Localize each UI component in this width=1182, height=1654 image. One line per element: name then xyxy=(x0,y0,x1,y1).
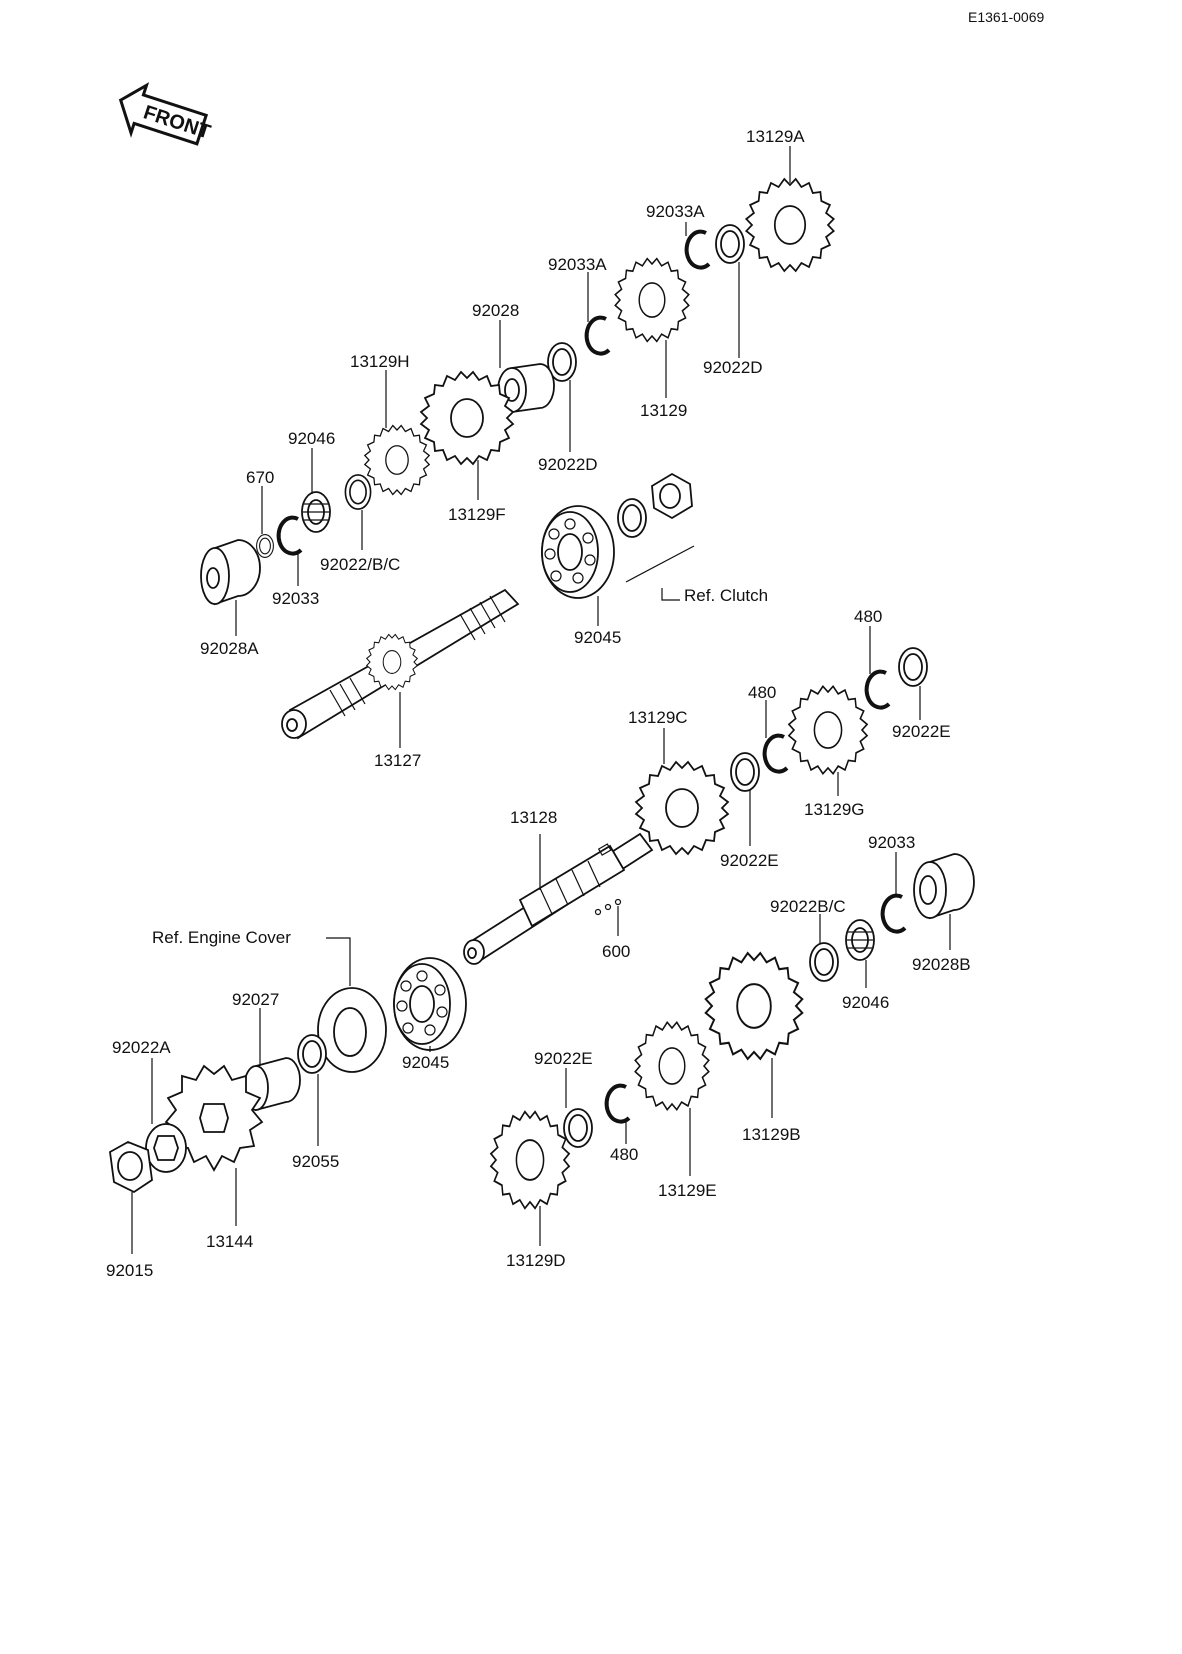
label-92033a-upper: 92033A xyxy=(646,202,705,221)
label-13129e: 13129E xyxy=(658,1181,717,1200)
label-92015: 92015 xyxy=(106,1261,153,1280)
collar-92028a xyxy=(200,539,261,606)
label-92033a-lower: 92033A xyxy=(548,255,607,274)
washer-92022e-lower xyxy=(563,1108,593,1148)
label-670: 670 xyxy=(246,468,274,487)
label-92022e-middle: 92022E xyxy=(720,851,779,870)
washer-92022e-middle xyxy=(730,752,760,792)
label-92022bc-lower: 92022B/C xyxy=(770,897,846,916)
label-92045-lower: 92045 xyxy=(402,1053,449,1072)
front-arrow-icon: FRONT xyxy=(118,82,213,146)
collar-92027 xyxy=(243,1057,301,1112)
seal-engine-cover xyxy=(317,987,387,1073)
needle-bearing-92046-upper xyxy=(301,491,331,533)
circlip-92033-lower xyxy=(880,893,907,934)
label-13128: 13128 xyxy=(510,808,557,827)
label-600: 600 xyxy=(602,942,630,961)
bearing-92045-lower xyxy=(393,957,467,1051)
label-13144: 13144 xyxy=(206,1232,253,1251)
label-ref-clutch: Ref. Clutch xyxy=(684,586,768,605)
label-92022d-lower: 92022D xyxy=(538,455,598,474)
label-13129a: 13129A xyxy=(746,127,805,146)
label-92033-lower: 92033 xyxy=(868,833,915,852)
label-92045-upper: 92045 xyxy=(574,628,621,647)
sprocket-13144 xyxy=(164,1064,264,1172)
bearing-92045-upper xyxy=(541,505,615,599)
label-92046-lower: 92046 xyxy=(842,993,889,1012)
label-13129g: 13129G xyxy=(804,800,865,819)
label-480-middle: 480 xyxy=(748,683,776,702)
circlip-480-right xyxy=(864,669,891,710)
gear-13129h xyxy=(364,424,430,496)
label-92022d-upper: 92022D xyxy=(703,358,763,377)
needle-bearing-92046-lower xyxy=(845,919,875,961)
gear-13129d xyxy=(489,1110,571,1210)
label-13129: 13129 xyxy=(640,401,687,420)
washer-92022bc-upper xyxy=(344,474,372,510)
label-92022e-right: 92022E xyxy=(892,722,951,741)
label-13129f: 13129F xyxy=(448,505,506,524)
label-92022e-lower: 92022E xyxy=(534,1049,593,1068)
collar-92028b xyxy=(913,853,975,920)
washer-92022d-upper xyxy=(715,224,745,264)
gear-13129 xyxy=(614,257,690,343)
counter-shaft-13128 xyxy=(463,832,654,965)
label-92055: 92055 xyxy=(292,1152,339,1171)
gear-13129g xyxy=(788,685,868,775)
label-480-right: 480 xyxy=(854,607,882,626)
label-92022a: 92022A xyxy=(112,1038,171,1057)
balls-600 xyxy=(594,898,622,916)
label-13129h: 13129H xyxy=(350,352,410,371)
circlip-480-lower xyxy=(604,1083,631,1124)
label-92022bc-upper: 92022/B/C xyxy=(320,555,400,574)
circlip-92033-upper xyxy=(276,515,303,556)
gear-13129b xyxy=(704,952,804,1060)
circlip-480-middle xyxy=(762,733,789,774)
label-13129b: 13129B xyxy=(742,1125,801,1144)
shaft-gear-13127 xyxy=(366,633,418,691)
nut-clutch xyxy=(651,472,693,520)
label-92028: 92028 xyxy=(472,301,519,320)
gear-13129a xyxy=(745,178,835,272)
diagram-code: E1361-0069 xyxy=(968,9,1045,25)
gear-13129e xyxy=(634,1021,710,1111)
label-480-lower: 480 xyxy=(610,1145,638,1164)
label-92028a: 92028A xyxy=(200,639,259,658)
circlip-92033a-upper xyxy=(684,229,711,270)
oring-92055 xyxy=(297,1034,327,1074)
label-ref-engine-cover: Ref. Engine Cover xyxy=(152,928,291,947)
label-13129c: 13129C xyxy=(628,708,688,727)
label-92033-upper: 92033 xyxy=(272,589,319,608)
gear-13129f xyxy=(420,371,514,465)
washer-92022e-right xyxy=(898,647,928,687)
label-13129d: 13129D xyxy=(506,1251,566,1270)
ring-670 xyxy=(256,534,274,558)
label-92028b: 92028B xyxy=(912,955,971,974)
label-13127: 13127 xyxy=(374,751,421,770)
label-92046-upper: 92046 xyxy=(288,429,335,448)
washer-92022a xyxy=(145,1123,187,1173)
gear-13129c xyxy=(635,761,729,855)
washer-92022bc-lower xyxy=(809,942,839,982)
washer-clutch xyxy=(617,498,647,538)
label-92027: 92027 xyxy=(232,990,279,1009)
nut-92015 xyxy=(109,1141,153,1194)
circlip-92033a-lower xyxy=(584,315,611,356)
